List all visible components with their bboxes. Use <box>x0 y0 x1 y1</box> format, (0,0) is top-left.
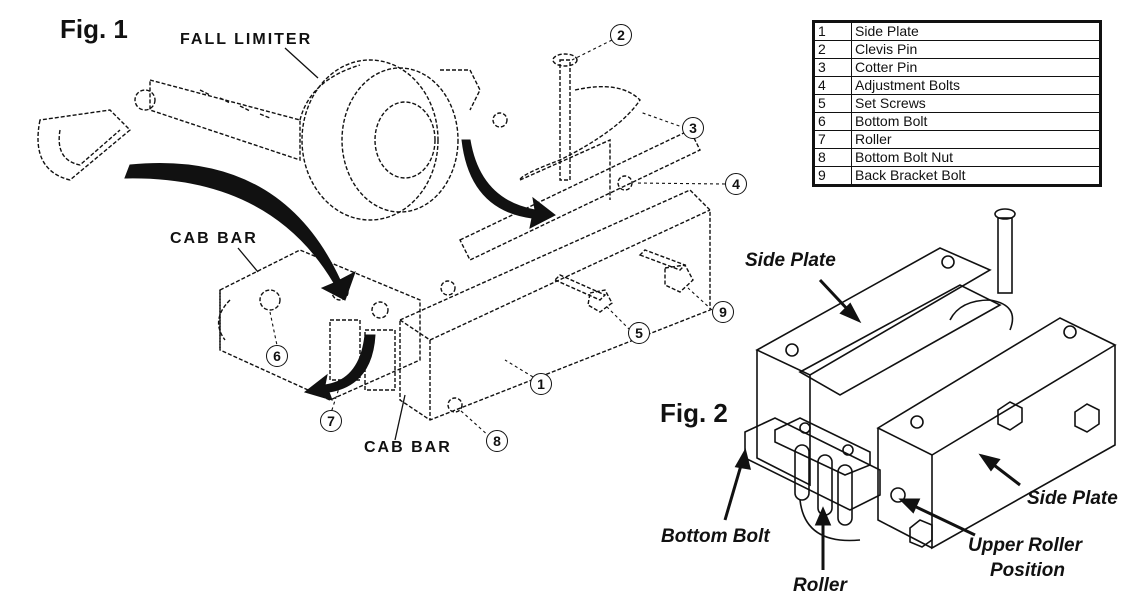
legend-number: 5 <box>813 94 852 113</box>
legend-part-name: Bottom Bolt <box>851 112 1101 131</box>
callout-7: 7 <box>320 410 342 432</box>
legend-number: 4 <box>813 76 852 95</box>
legend-part-name: Bottom Bolt Nut <box>851 148 1101 167</box>
fall-limiter-device <box>299 59 481 221</box>
arrow-side-plate-top <box>818 278 852 314</box>
bottom-bolt-bar <box>744 417 881 511</box>
clevis-pin <box>552 53 578 181</box>
callout-8: 8 <box>486 430 508 452</box>
upper-roller-label-line2: Position <box>990 560 1065 581</box>
roller-tubes <box>794 444 861 542</box>
fall-limiter-leader <box>284 47 319 79</box>
legend-part-name: Set Screws <box>851 94 1101 113</box>
fig1-title: Fig. 1 <box>60 14 128 44</box>
roller-label: Roller <box>793 575 847 596</box>
snap-hook <box>37 89 156 181</box>
fig1-arrow-large <box>124 162 356 301</box>
fig2-title: Fig. 2 <box>660 398 728 428</box>
legend-part-name: Roller <box>851 130 1101 149</box>
legend-number: 9 <box>813 166 852 186</box>
callout-2: 2 <box>610 24 632 46</box>
back-bracket-bolt <box>638 249 694 293</box>
cab-bar-top-leader <box>237 247 259 273</box>
side-plate-right-label: Side Plate <box>1027 488 1118 509</box>
cab-bar-bottom-leader <box>394 394 406 441</box>
legend-part-name: Clevis Pin <box>851 40 1101 59</box>
fig2-clevis-pin <box>949 208 1016 331</box>
upper-roller-label-line1: Upper Roller <box>968 535 1083 556</box>
center-plate <box>798 284 1002 396</box>
legend-part-name: Cotter Pin <box>851 58 1101 77</box>
adjustment-bolts <box>440 112 633 413</box>
callout-1: 1 <box>530 373 552 395</box>
legend-number: 1 <box>813 21 852 41</box>
bottom-bolt-label: Bottom Bolt <box>661 526 770 547</box>
cab-bar-top-label: CAB BAR <box>170 230 258 247</box>
legend-part-name: Adjustment Bolts <box>851 76 1101 95</box>
lanyard-strap <box>149 79 301 161</box>
arrow-bottom-bolt <box>723 461 744 521</box>
side-plate-top-label: Side Plate <box>745 250 836 271</box>
callout-6: 6 <box>266 345 288 367</box>
callout-4: 4 <box>725 173 747 195</box>
right-side-plate <box>876 317 1117 550</box>
set-screw <box>553 274 613 313</box>
cab-bar-bottom-label: CAB BAR <box>364 439 452 456</box>
fig2-bolts <box>785 255 1100 548</box>
legend-number: 2 <box>813 40 852 59</box>
legend-number: 6 <box>813 112 852 131</box>
cab-bar-tube <box>217 249 421 401</box>
fig1-arrow-down <box>303 334 376 401</box>
legend-number: 7 <box>813 130 852 149</box>
legend-number: 8 <box>813 148 852 167</box>
legend-number: 3 <box>813 58 852 77</box>
main-bracket-body <box>399 129 711 421</box>
clamp-plate <box>774 417 871 476</box>
callout-5: 5 <box>628 322 650 344</box>
callout-9: 9 <box>712 301 734 323</box>
fig1-arrow-right <box>461 139 556 229</box>
legend-part-name: Side Plate <box>851 21 1101 41</box>
arrow-upper-roller <box>911 503 976 537</box>
legend-part-name: Back Bracket Bolt <box>851 166 1101 186</box>
fall-limiter-label: FALL LIMITER <box>180 31 313 48</box>
callout-3: 3 <box>682 117 704 139</box>
